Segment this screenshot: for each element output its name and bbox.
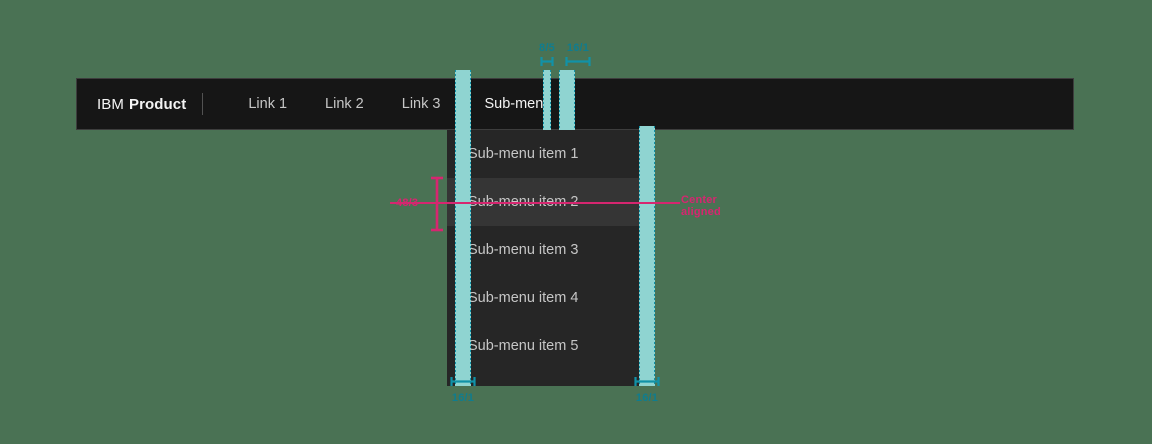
brand-divider — [202, 93, 204, 115]
submenu-item-5-label: Sub-menu item 5 — [468, 338, 579, 354]
dimension-trigger-left-gap-label: 8/5 — [539, 42, 555, 54]
dimension-cap-icon — [562, 56, 594, 70]
nav-submenu-label: Sub-menu — [484, 96, 552, 112]
brand-prefix: IBM — [97, 95, 124, 113]
nav-link-1[interactable]: Link 1 — [229, 79, 306, 129]
app-header: IBM Product Link 1 Link 2 Link 3 Sub-men… — [76, 78, 1074, 130]
nav-link-1-label: Link 1 — [248, 96, 288, 112]
spacing-band-chevron — [559, 70, 575, 130]
spacing-band-menu-left — [455, 70, 471, 386]
vertical-dimension-icon — [430, 176, 444, 237]
dimension-cap-icon — [447, 376, 479, 390]
submenu-item-1-label: Sub-menu item 1 — [468, 146, 579, 162]
spacing-band-menu-right — [639, 126, 655, 386]
nav-link-2-label: Link 2 — [325, 96, 364, 112]
dimension-menu-right-padding-label: 16/1 — [635, 392, 659, 404]
dimension-chevron-gap: 16/1 — [547, 42, 609, 72]
nav-link-3[interactable]: Link 3 — [383, 79, 460, 129]
submenu-item-1[interactable]: Sub-menu item 1 — [447, 130, 655, 178]
nav-link-2[interactable]: Link 2 — [306, 79, 383, 129]
submenu-item-4-label: Sub-menu item 4 — [468, 290, 579, 306]
brand-name: Product — [128, 95, 187, 113]
dimension-cap-icon — [631, 376, 663, 390]
center-aligned-note-line2: aligned — [681, 206, 721, 218]
center-aligned-note-line1: Center — [681, 194, 718, 206]
submenu-item-4[interactable]: Sub-menu item 4 — [447, 274, 655, 322]
submenu-item-3-label: Sub-menu item 3 — [468, 242, 579, 258]
submenu-item-5[interactable]: Sub-menu item 5 — [447, 322, 655, 370]
spacing-band-trigger-left — [543, 70, 551, 130]
nav-link-3-label: Link 3 — [401, 96, 441, 112]
center-aligned-note: Center aligned — [681, 194, 721, 218]
dimension-trigger-left-gap: 8/5 — [516, 42, 578, 72]
center-alignment-line — [390, 202, 680, 204]
brand-logo[interactable]: IBM Product — [77, 79, 202, 129]
dimension-chevron-gap-label: 16/1 — [566, 42, 590, 54]
dimension-menu-left-padding: 16/1 — [432, 374, 494, 404]
submenu-item-3[interactable]: Sub-menu item 3 — [447, 226, 655, 274]
dimension-menu-left-padding-label: 16/1 — [451, 392, 475, 404]
submenu-dropdown: Sub-menu item 1 Sub-menu item 2 Sub-menu… — [447, 130, 655, 386]
dimension-cap-icon — [537, 56, 557, 70]
header-nav: Link 1 Link 2 Link 3 Sub-menu — [229, 79, 591, 129]
dimension-item-height-label: 48/3 — [396, 197, 419, 209]
dimension-menu-right-padding: 16/1 — [616, 374, 678, 404]
